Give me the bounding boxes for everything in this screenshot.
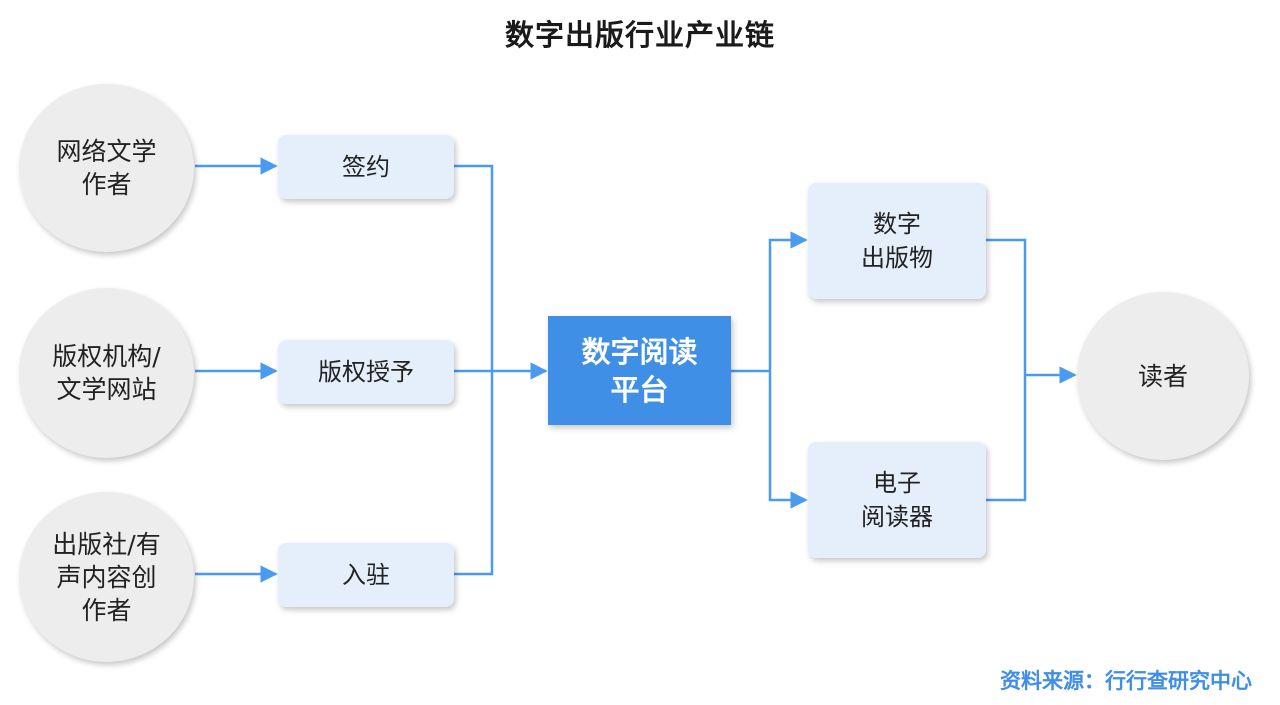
action-box-join: 入驻: [278, 543, 454, 607]
source-node-label: 出版社/有 声内容创 作者: [52, 529, 161, 625]
platform-node: 数字阅读 平台: [548, 316, 731, 425]
arrow-platform-to-digital: [768, 231, 808, 371]
platform-label: 数字阅读 平台: [581, 334, 698, 407]
action-box-label: 版权授予: [318, 358, 414, 386]
action-box-sign: 签约: [278, 135, 454, 199]
action-box-label: 入驻: [342, 561, 390, 589]
source-note: 资料来源：行行查研究中心: [1000, 669, 1252, 693]
action-box-label: 签约: [342, 153, 390, 181]
product-box-digital-publication: 数字 出版物: [808, 183, 986, 299]
line-digital-to-merge: [986, 238, 1027, 502]
source-node-publisher: 出版社/有 声内容创 作者: [19, 492, 194, 662]
action-box-license: 版权授予: [278, 340, 454, 404]
product-box-e-reader: 电子 阅读器: [808, 442, 986, 558]
source-node-copyright-org: 版权机构/ 文学网站: [19, 288, 194, 458]
source-node-label: 网络文学 作者: [56, 137, 157, 199]
source-node-web-author: 网络文学 作者: [19, 84, 194, 252]
diagram-title: 数字出版行业产业链: [504, 18, 775, 52]
source-node-label: 版权机构/ 文学网站: [52, 342, 161, 404]
product-box-label: 电子 阅读器: [861, 469, 933, 531]
product-box-label: 数字 出版物: [861, 210, 933, 272]
reader-node: 读者: [1077, 292, 1249, 460]
reader-label: 读者: [1137, 361, 1188, 391]
arrow-platform-to-ereader: [768, 371, 808, 509]
